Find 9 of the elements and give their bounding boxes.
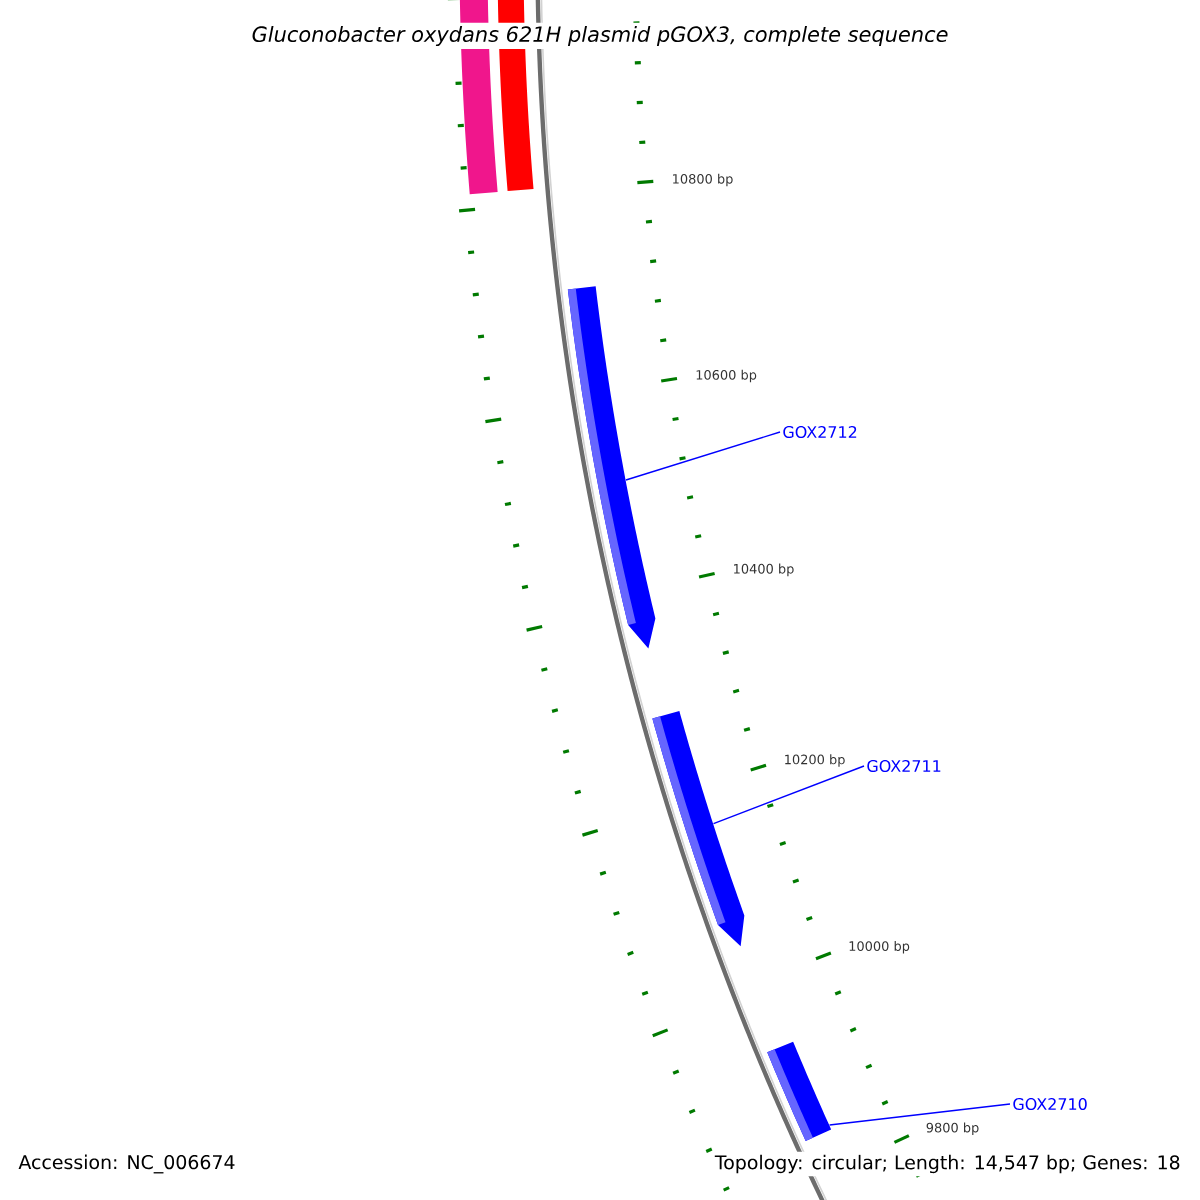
leader-line [625,431,781,481]
summary-text: Topology: circular; Length: 14,547 bp; Genes: 18 [711,1151,1184,1177]
leader-line [712,765,865,825]
leader-line [828,1103,1011,1126]
accession-text: Accession: NC_006674 [18,1154,235,1174]
title: Gluconobacter oxydans 621H plasmid pGOX3, complete sequence [248,22,952,50]
gene-arrow [767,1041,832,1141]
gene-arrow [567,286,656,649]
gene-arrow [652,711,745,947]
